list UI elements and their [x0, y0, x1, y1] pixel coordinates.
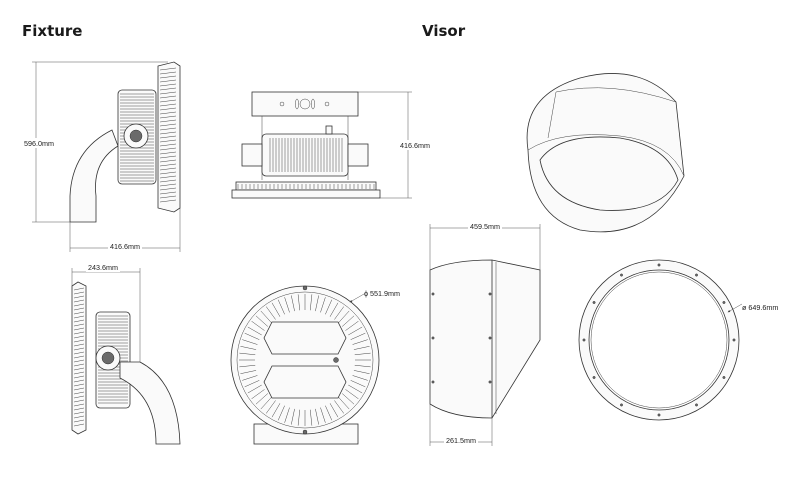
dim-fixture-width-side: 416.6mm [69, 208, 181, 252]
lens-plate-2 [71, 281, 87, 435]
visor-iso-view [526, 73, 685, 233]
dim-visor-depth: 261.5mm [429, 404, 493, 446]
driver-cover-bottom [263, 365, 347, 399]
visor-heading: Visor [422, 22, 466, 40]
visor-side-view [429, 259, 541, 419]
fixture-bottom-view [230, 285, 380, 445]
visor-front-ring [578, 259, 740, 421]
driver-cover-top [263, 321, 347, 355]
front-lens [231, 189, 381, 199]
dim-fixture-diameter: ϕ 551.9mm [349, 289, 400, 303]
right-knuckle [347, 143, 369, 167]
mounting-arm-2 [119, 361, 181, 445]
bracket [251, 91, 359, 117]
dim-label-416-front: 416.6mm [400, 141, 430, 150]
visor-ring-inner [588, 269, 730, 411]
fixture-heading: Fixture [22, 22, 83, 40]
dim-label-416-side: 416.6mm [110, 242, 140, 251]
dim-visor-length: 459.5mm [429, 221, 541, 270]
dim-label-261: 261.5mm [446, 436, 476, 445]
mounting-arm [69, 129, 119, 223]
fixture-side-view [69, 61, 181, 223]
dim-fixture-height: 596.0mm [22, 61, 168, 223]
dim-label-551: ϕ 551.9mm [364, 289, 400, 298]
left-knuckle [241, 143, 263, 167]
dim-fixture-depth: 243.6mm [71, 262, 141, 362]
dim-label-649: ø 649.6mm [742, 303, 778, 312]
dim-fixture-height-front: 416.6mm [358, 91, 434, 199]
dim-visor-diameter: ø 649.6mm [727, 303, 778, 313]
dim-label-596: 596.0mm [24, 139, 54, 148]
dim-label-243: 243.6mm [88, 263, 118, 272]
fixture-front-view [231, 91, 381, 199]
visor-side-shell [429, 259, 541, 419]
fixture-side-view-mirrored [71, 281, 181, 445]
front-heatsink [261, 133, 349, 177]
dim-label-459: 459.5mm [470, 222, 500, 231]
visor-opening [539, 136, 679, 211]
